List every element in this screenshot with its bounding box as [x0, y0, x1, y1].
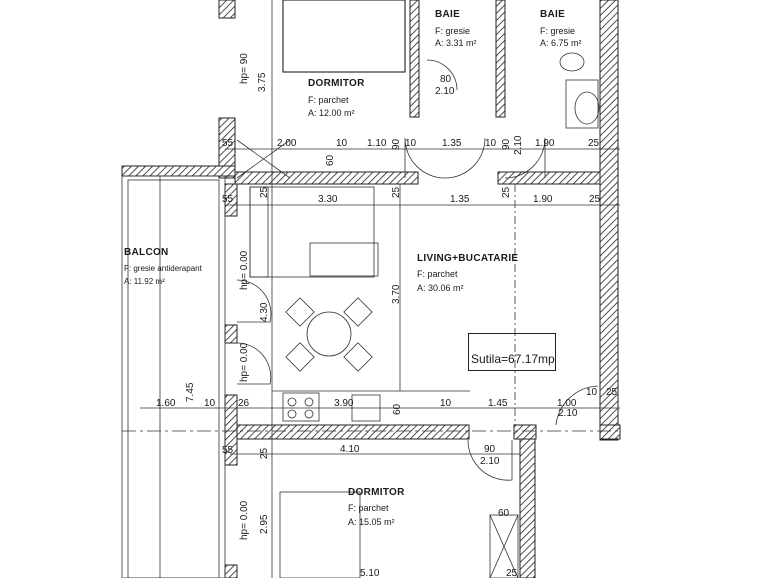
dimension-label: 60: [498, 508, 510, 519]
dimension-label: hp= 0.00: [239, 342, 250, 382]
room-name-living: LIVING+BUCATARIE: [417, 253, 519, 264]
dimension-label: hp= 90: [239, 53, 250, 84]
dimension-label: 3.30: [318, 194, 338, 205]
dimension-label: 1.10: [367, 138, 387, 149]
dimension-label: 55: [222, 445, 234, 456]
dimension-label: 5.10: [360, 568, 380, 578]
dimension-label: 1.35: [450, 194, 470, 205]
dimension-label: 25: [259, 186, 270, 198]
dimension-label: 1.45: [488, 398, 508, 409]
walls: [121, 0, 621, 578]
room-name-balcon: BALCON: [124, 247, 169, 258]
dimension-label: 2.10: [558, 408, 578, 419]
dimension-label: 55: [222, 194, 234, 205]
dimension-label: 90: [391, 138, 402, 150]
room-floor-living: F: parchet: [417, 269, 458, 279]
room-name-dormitor-bottom: DORMITOR: [348, 487, 405, 498]
dimension-label: 26: [238, 398, 250, 409]
dimension-label: 1.00: [557, 398, 577, 409]
dimension-label: 4.30: [259, 302, 270, 322]
room-name-dormitor-top: DORMITOR: [308, 78, 365, 89]
total-area-box: Sutila=67.17mp: [468, 333, 556, 371]
dimension-label: 10: [405, 138, 417, 149]
dimension-label: 10: [204, 398, 216, 409]
dimension-label: 1.60: [156, 398, 176, 409]
dimension-label: 25: [391, 186, 402, 198]
dimension-label: 1.90: [533, 194, 553, 205]
dimension-label: 80: [440, 74, 452, 85]
dimension-label: 25: [588, 138, 600, 149]
dimension-label: 2.10: [435, 86, 455, 97]
room-area-balcon: A: 11.92 m²: [124, 277, 165, 286]
dimension-label: 2.00: [277, 138, 297, 149]
dimension-label: 25: [606, 387, 618, 398]
dimension-label: 2.10: [513, 135, 524, 155]
dimension-label: 60: [325, 154, 336, 166]
dimension-label: 55: [222, 138, 234, 149]
furniture-and-lines: [121, 0, 620, 578]
room-area-living: A: 30.06 m²: [417, 283, 464, 293]
dimension-label: 1.35: [442, 138, 462, 149]
total-area-label: Sutila=67.17mp: [471, 352, 555, 366]
room-name-baie-2: BAIE: [540, 9, 566, 20]
room-floor-dormitor-bottom: F: parchet: [348, 503, 389, 513]
room-floor-baie-1: F: gresie: [435, 26, 471, 36]
dimension-label: 60: [392, 403, 403, 415]
dimension-label: 10: [586, 387, 598, 398]
room-area-baie-1: A: 3.31 m²: [435, 38, 477, 48]
dimension-label: 3.70: [391, 284, 402, 304]
dimension-label: 7.45: [185, 382, 196, 402]
dimension-label: 10: [336, 138, 348, 149]
dimension-label: 3.75: [257, 72, 268, 92]
dimension-label: 25: [506, 568, 518, 578]
dimension-label: hp= 0.00: [239, 500, 250, 540]
dimension-label: 10: [440, 398, 452, 409]
room-area-baie-2: A: 6.75 m²: [540, 38, 582, 48]
room-floor-baie-2: F: gresie: [540, 26, 576, 36]
room-name-baie-1: BAIE: [435, 9, 461, 20]
dimension-label: 25: [259, 447, 270, 459]
dimension-label: 10: [485, 138, 497, 149]
dimension-label: 2.10: [480, 456, 500, 467]
dimension-label: 1.90: [535, 138, 555, 149]
dimension-label: hp= 0.00: [239, 250, 250, 290]
room-area-dormitor-bottom: A: 15.05 m²: [348, 517, 395, 527]
dimension-label: 3.90: [334, 398, 354, 409]
dimension-label: 4.10: [340, 444, 360, 455]
room-floor-balcon: F: gresie antiderapant: [124, 264, 202, 273]
dimension-label: 90: [501, 138, 512, 150]
dimension-label: 2.95: [259, 514, 270, 534]
dimension-label: 25: [501, 186, 512, 198]
room-floor-dormitor-top: F: parchet: [308, 95, 349, 105]
dimension-label: 90: [484, 444, 496, 455]
dimension-label: 25: [589, 194, 601, 205]
room-area-dormitor-top: A: 12.00 m²: [308, 108, 355, 118]
